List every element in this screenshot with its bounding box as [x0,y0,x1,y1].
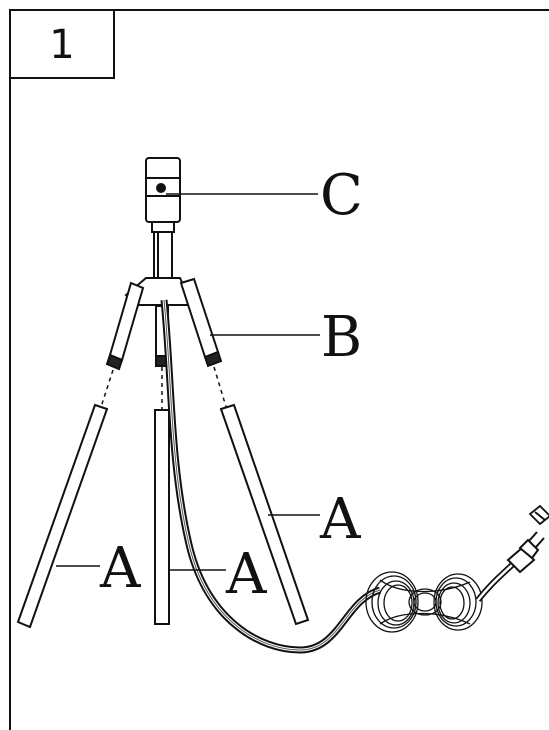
callout-leg-left-label: A [99,536,141,601]
plug-cap [528,504,549,526]
lamp-socket [145,157,181,279]
lower-legs [16,403,310,629]
callout-hub-label: B [321,305,362,370]
step-number-box: 1 [9,9,115,79]
power-plug [506,531,545,574]
callout-leg-center-label: A [225,542,267,607]
step-number: 1 [49,22,74,68]
cord-coil [365,571,483,633]
plug-lead [475,562,515,602]
callout-leg-right-label: A [319,487,361,552]
callout-socket-label: C [320,163,363,228]
power-cord [160,299,382,654]
page-border [9,9,549,730]
assembly-guides [100,366,228,411]
leader-lines [56,193,320,571]
